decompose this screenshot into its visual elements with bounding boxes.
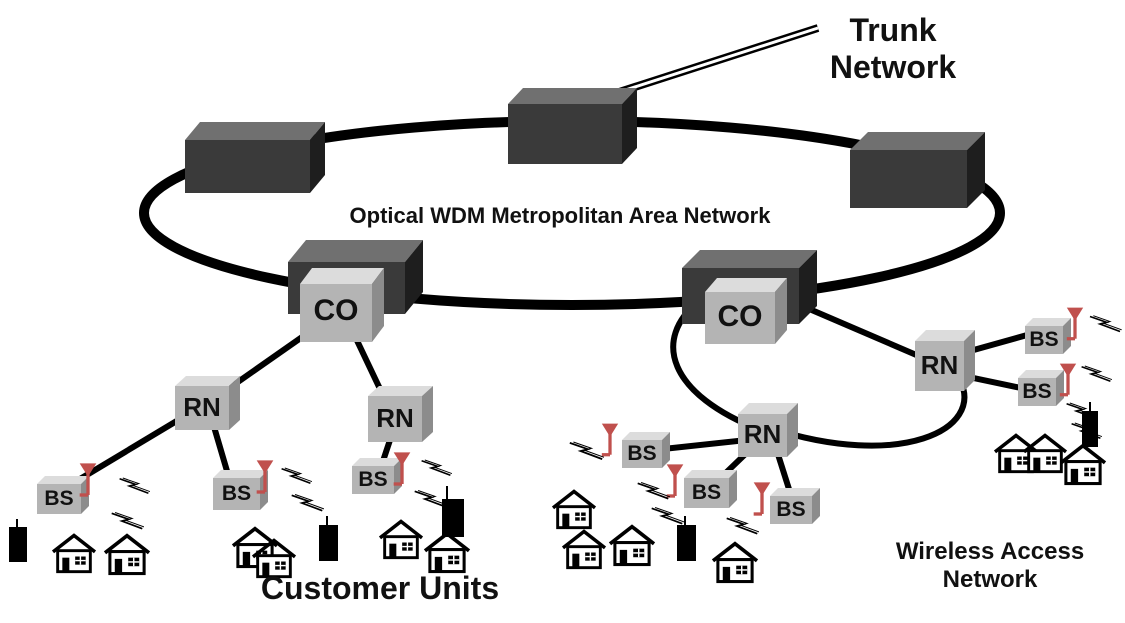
customer-units-label: Customer Units xyxy=(260,570,500,606)
house-icon xyxy=(378,519,424,560)
co-box-left xyxy=(300,268,384,342)
wireless-signal-icon xyxy=(725,516,759,535)
bs-box-6 xyxy=(770,488,820,524)
wireless-signal-icon xyxy=(568,441,604,461)
mobile-phone-icon xyxy=(677,516,696,561)
bs-label: BS xyxy=(44,487,74,510)
bs-label: BS xyxy=(1029,328,1059,351)
wireless-signal-icon xyxy=(290,493,324,512)
wireless-signal-icon xyxy=(636,481,670,500)
co-label: CO xyxy=(313,294,359,327)
wireless-signal-icon xyxy=(1089,314,1122,333)
rn-label: RN xyxy=(183,392,221,422)
metro-node-left xyxy=(185,122,325,193)
rn-box-center xyxy=(738,403,798,457)
wireless-signal-icon xyxy=(420,459,452,477)
wireless-signal-icon xyxy=(110,511,144,530)
trunk-network-label: Trunk Network xyxy=(829,12,957,85)
house-icon xyxy=(51,533,97,574)
mobile-phone-icon xyxy=(9,519,27,562)
bs-box-5 xyxy=(684,470,737,508)
house-icon xyxy=(551,489,597,530)
house-icon xyxy=(1022,433,1068,474)
antenna-icon xyxy=(665,462,685,498)
antenna-icon xyxy=(752,480,772,516)
wireless-signal-icon xyxy=(118,477,150,495)
house-icon xyxy=(563,532,605,568)
rn-label: RN xyxy=(743,419,782,449)
mobile-phone-icon xyxy=(442,486,464,537)
bs-box-7 xyxy=(1025,318,1071,354)
co-box-right xyxy=(705,278,787,344)
bs-box-2 xyxy=(213,470,268,510)
house-icon xyxy=(105,536,149,574)
rn-box-mid xyxy=(368,386,433,442)
house-icon xyxy=(610,527,654,565)
rn-label: RN xyxy=(920,350,959,380)
house-icon xyxy=(1061,446,1105,484)
co-label: CO xyxy=(717,300,763,333)
antenna-icon xyxy=(600,422,620,457)
wdm-network-label: Optical WDM Metropolitan Area Network xyxy=(349,203,771,228)
metro-node-right xyxy=(850,132,985,208)
wireless-signal-icon xyxy=(1080,365,1112,383)
mobile-phone-icon xyxy=(319,516,338,561)
bs-label: BS xyxy=(627,442,657,465)
rn-label: RN xyxy=(376,403,414,433)
bs-label: BS xyxy=(221,482,252,505)
metro-node-top xyxy=(508,88,637,164)
house-icon xyxy=(713,544,757,582)
mobile-phone-icon xyxy=(1082,402,1098,447)
wireless-access-label: Wireless Access Network xyxy=(895,538,1085,593)
bs-label: BS xyxy=(776,498,806,521)
bs-box-4 xyxy=(622,432,670,468)
rn-box-right xyxy=(915,330,975,391)
bs-label: BS xyxy=(691,481,722,504)
bs-box-8 xyxy=(1018,370,1064,406)
rn-box-left xyxy=(175,376,240,430)
wireless-signal-icon xyxy=(280,467,312,485)
wireless-signal-icon xyxy=(650,506,684,525)
handset-icons xyxy=(9,402,1098,562)
bs-label: BS xyxy=(358,468,388,491)
bs-label: BS xyxy=(1022,380,1052,403)
house-icon xyxy=(425,534,469,572)
